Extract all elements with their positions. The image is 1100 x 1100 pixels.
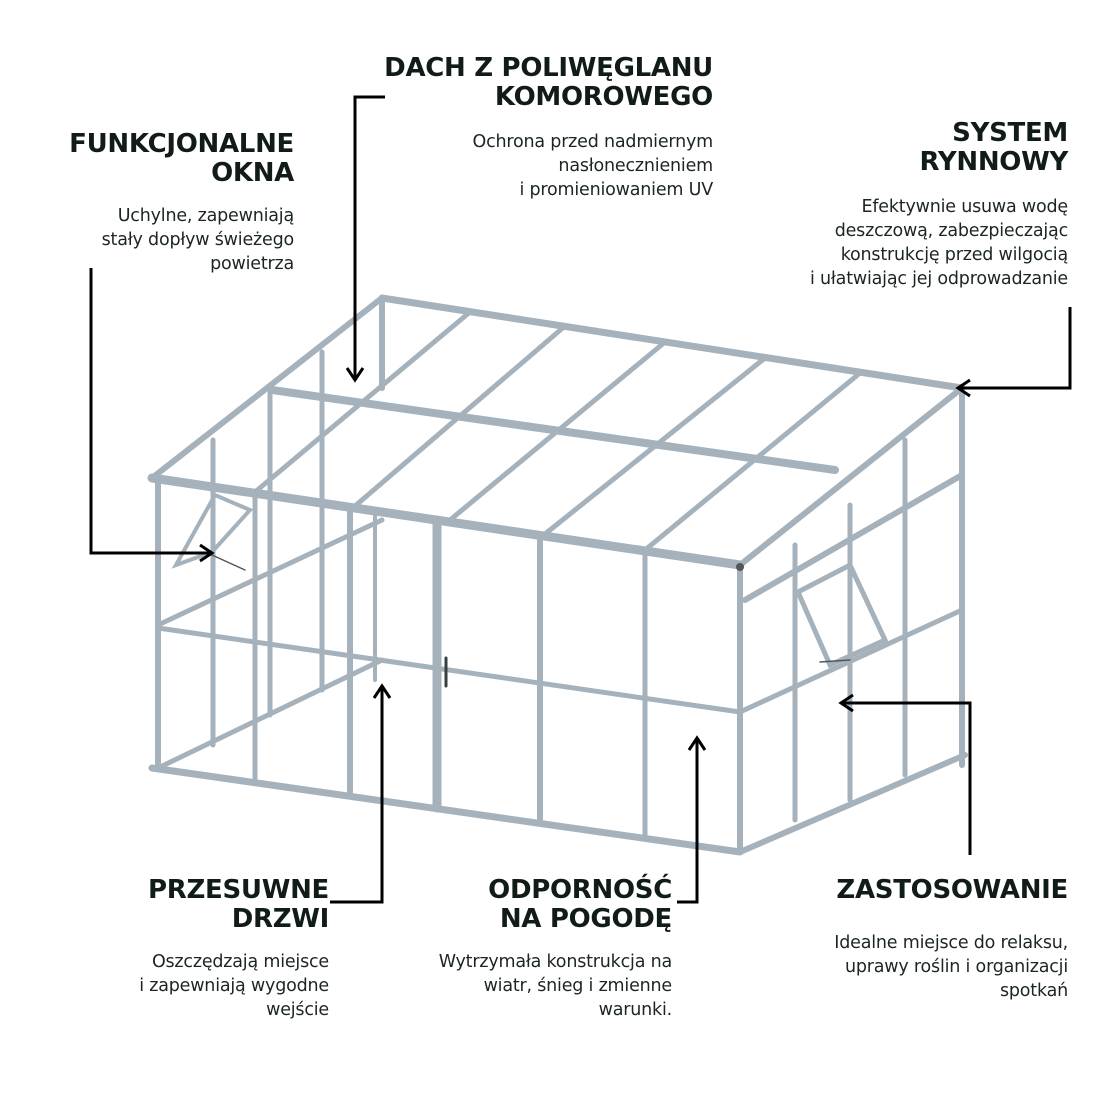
doors-desc: Oszczędzają miejsce i zapewniają wygodne…: [139, 952, 329, 1020]
doors-arrow: [330, 688, 384, 904]
gutter-title: SYSTEM RYNNOWY: [919, 118, 1069, 177]
roof-title: DACH Z POLIWĘGLANU KOMOROWEGO: [384, 53, 713, 112]
weather-arrow: [677, 740, 699, 904]
roof-arrow: [353, 95, 385, 378]
callout-doors: PRZESUWNE DRZWI Oszczędzają miejsce i za…: [29, 876, 329, 1022]
windows-title: FUNKCJONALNE OKNA: [69, 129, 294, 188]
weather-title: ODPORNOŚĆ NA POGODĘ: [488, 875, 672, 934]
windows-desc: Uchylne, zapewniają stały dopływ świeżeg…: [101, 206, 295, 274]
gutter-desc: Efektywnie usuwa wodę deszczową, zabezpi…: [809, 197, 1068, 289]
callout-windows: FUNKCJONALNE OKNA Uchylne, zapewniają st…: [0, 130, 294, 276]
callout-usage: ZASTOSOWANIE Idealne miejsce do relaksu,…: [748, 876, 1068, 1003]
roof-desc: Ochrona przed nadmiernym nasłonecznienie…: [472, 132, 714, 200]
usage-title: ZASTOSOWANIE: [836, 875, 1068, 905]
callout-roof: DACH Z POLIWĘGLANU KOMOROWEGO Ochrona pr…: [313, 54, 713, 202]
callout-gutter: SYSTEM RYNNOWY Efektywnie usuwa wodę des…: [708, 119, 1068, 291]
callout-weather: ODPORNOŚĆ NA POGODĘ Wytrzymała konstrukc…: [352, 875, 673, 1022]
greenhouse-frame: [147, 294, 968, 856]
usage-arrow: [843, 701, 972, 855]
gutter-arrow: [960, 307, 1072, 390]
usage-desc: Idealne miejsce do relaksu, uprawy rośli…: [834, 933, 1068, 1001]
weather-desc: Wytrzymała konstrukcja na wiatr, śnieg i…: [438, 952, 672, 1020]
annotation-arrows: [89, 95, 1072, 904]
doors-title: PRZESUWNE DRZWI: [147, 875, 329, 934]
windows-arrow: [89, 268, 210, 555]
